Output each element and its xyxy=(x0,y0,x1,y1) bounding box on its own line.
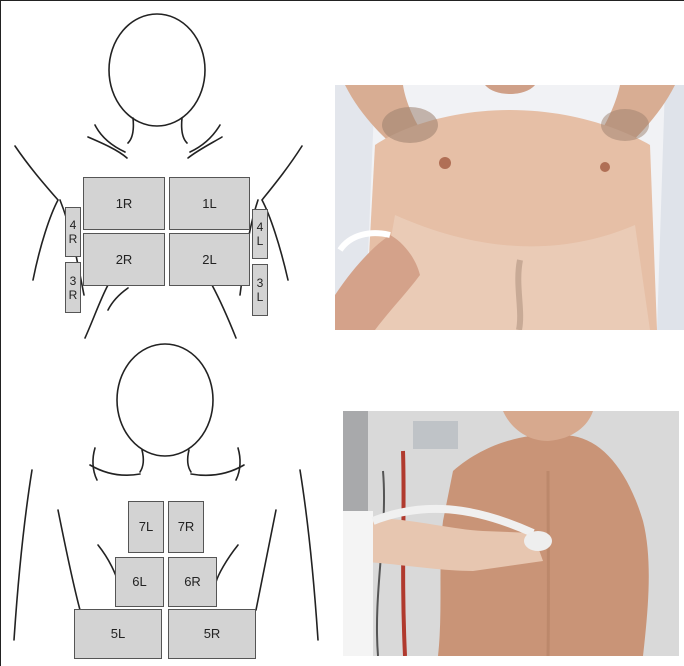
zone-5R: 5R xyxy=(168,609,256,659)
front-shoulder-left xyxy=(15,146,58,280)
back-arm-right xyxy=(300,470,318,640)
zone-5L: 5L xyxy=(74,609,162,659)
zone-1L: 1L xyxy=(169,177,250,230)
zone-1R: 1R xyxy=(83,177,165,230)
back-neck-left xyxy=(140,450,143,472)
front-ribcage-right xyxy=(212,285,236,338)
back-arm-left xyxy=(14,470,32,640)
zone-4L: 4 L xyxy=(252,209,268,259)
zone-2R: 2R xyxy=(83,233,165,286)
back-ultrasound-photo xyxy=(343,411,679,656)
back-head-outline xyxy=(117,344,213,456)
front-clavicle-right xyxy=(188,137,222,158)
back-scapula-right xyxy=(256,510,276,610)
supine-chest-ultrasound-photo xyxy=(335,85,684,330)
back-trapezius-right xyxy=(191,465,244,475)
back-scapula-left xyxy=(58,510,80,610)
back-inner-right xyxy=(216,545,238,582)
front-ribcage-left xyxy=(85,285,108,338)
zone-4R: 4 R xyxy=(65,207,81,257)
zone-2L: 2L xyxy=(169,233,250,286)
front-chest-line-left xyxy=(108,288,128,310)
front-shoulder-right xyxy=(262,146,302,280)
back-neck-right xyxy=(188,450,191,472)
zone-3R: 3 R xyxy=(65,262,81,313)
back-shoulder-left xyxy=(93,448,97,480)
front-neck-right xyxy=(182,118,187,143)
front-head-outline xyxy=(109,14,205,126)
back-shoulder-right xyxy=(236,448,240,480)
zone-7R: 7R xyxy=(168,501,204,553)
zone-3L: 3 L xyxy=(252,264,268,316)
zone-6R: 6R xyxy=(168,557,217,607)
front-clavicle-inner-right xyxy=(190,125,220,152)
zone-7L: 7L xyxy=(128,501,164,553)
zone-6L: 6L xyxy=(115,557,164,607)
front-neck-left xyxy=(128,118,133,143)
back-trapezius-left xyxy=(90,465,140,475)
